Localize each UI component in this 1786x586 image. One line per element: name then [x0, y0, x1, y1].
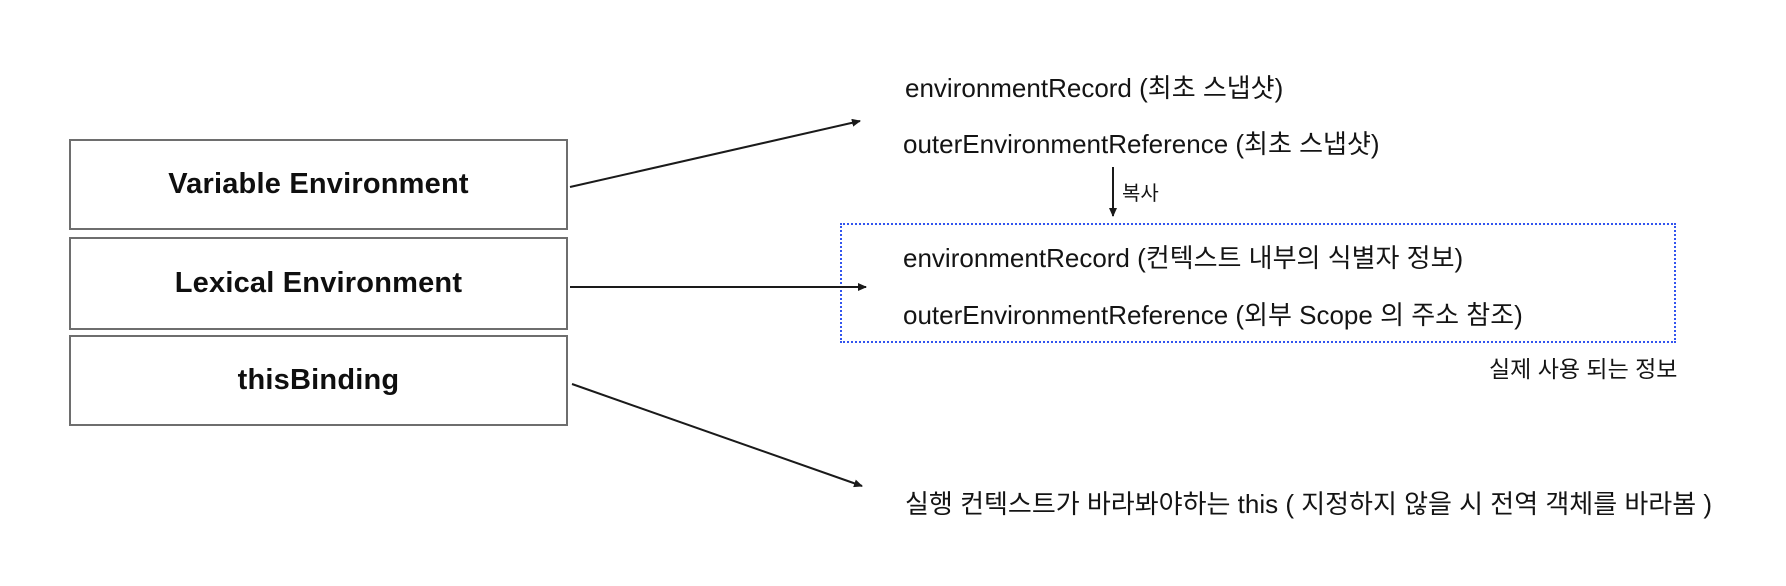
- variable-environment-label: Variable Environment: [168, 168, 469, 200]
- this-binding-note: 실행 컨텍스트가 바라봐야하는 this ( 지정하지 않을 시 전역 객체를 …: [905, 489, 1712, 519]
- active-info-dotted-box: [840, 223, 1676, 343]
- snapshot-outer-reference-text: outerEnvironmentReference (최초 스냅샷): [903, 129, 1380, 159]
- active-outer-reference-text: outerEnvironmentReference (외부 Scope 의 주소…: [903, 300, 1523, 330]
- lexical-environment-label: Lexical Environment: [174, 267, 463, 299]
- variable-environment-box: Variable Environment: [69, 139, 568, 230]
- snapshot-environment-record-text: environmentRecord (최초 스냅샷): [905, 73, 1284, 103]
- this-binding-label: thisBinding: [237, 364, 400, 396]
- this-binding-box: thisBinding: [69, 335, 568, 426]
- lexical-environment-box: Lexical Environment: [69, 237, 568, 330]
- arrow-this-to-note: [571, 383, 863, 488]
- active-environment-record-text: environmentRecord (컨텍스트 내부의 식별자 정보): [903, 243, 1464, 273]
- active-info-caption: 실제 사용 되는 정보: [1489, 356, 1678, 382]
- copy-arrow-label: 복사: [1122, 183, 1159, 205]
- arrow-variable-to-snapshot: [569, 118, 861, 188]
